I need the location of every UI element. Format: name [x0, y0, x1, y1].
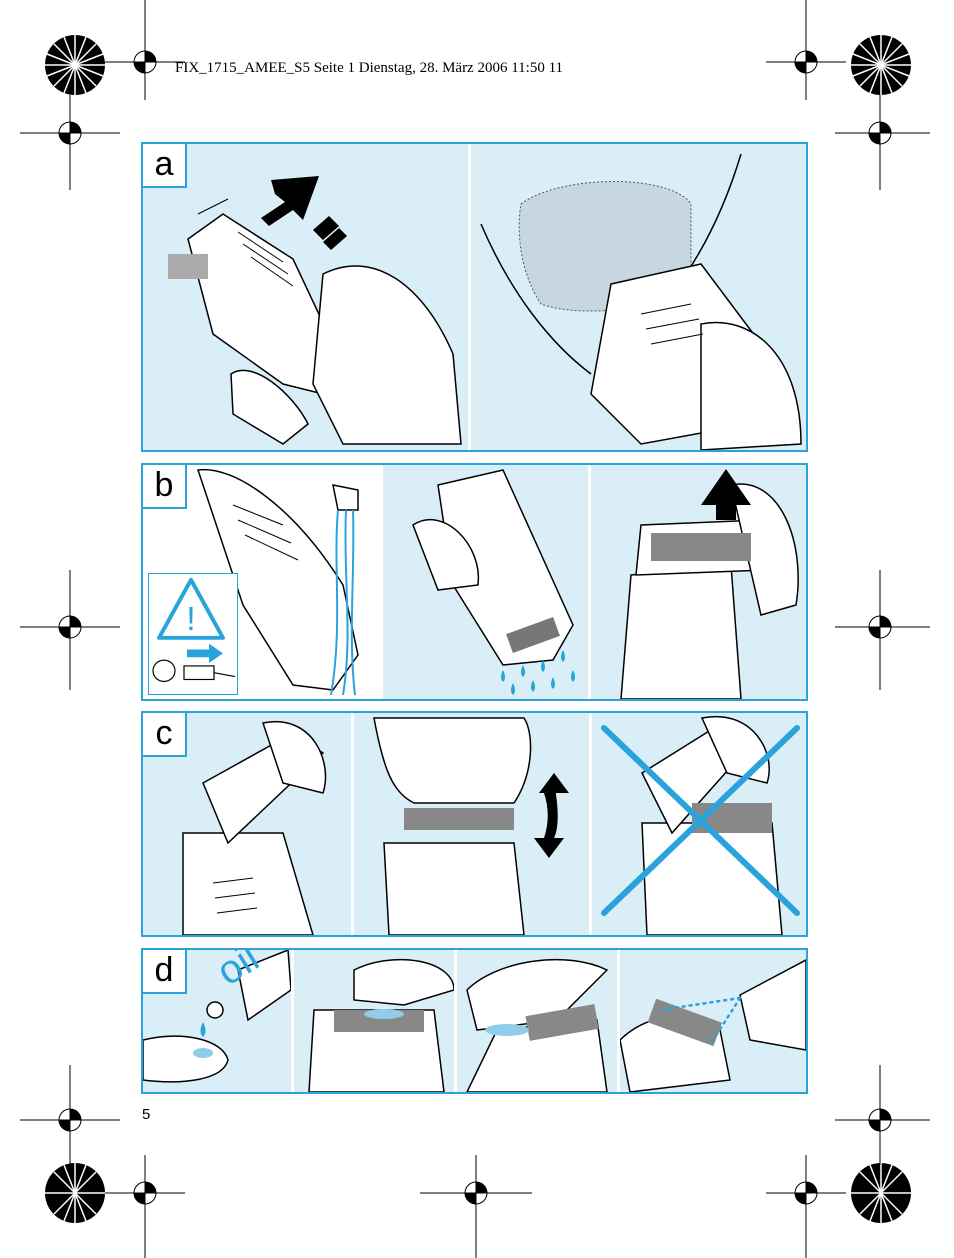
frame-divider	[589, 713, 592, 935]
panel-letter: d	[143, 950, 187, 994]
registration-mark-bottom-right	[851, 1163, 911, 1223]
frame-divider	[380, 465, 383, 699]
frame-divider	[588, 465, 591, 699]
frame-swing-frame	[354, 713, 589, 935]
panel-letter: a	[143, 144, 187, 188]
frame-warning-unplug: !	[148, 573, 238, 695]
frame-divider	[617, 950, 620, 1092]
frame-oil-on-foil	[294, 950, 454, 1092]
frame-trimming-beard	[471, 144, 806, 450]
panel-letter: b	[143, 465, 187, 509]
frame-divider	[468, 144, 471, 450]
frame-divider	[454, 950, 457, 1092]
warning-icon: !	[186, 602, 195, 638]
frame-divider	[351, 713, 354, 935]
registration-mark-bottom-left	[45, 1163, 105, 1223]
frame-do-not-brush-foil	[592, 713, 806, 935]
frame-spread-oil	[457, 950, 617, 1092]
registration-mark-top-left	[45, 35, 105, 95]
panel-c: c	[141, 711, 808, 937]
registration-mark-top-right	[851, 35, 911, 95]
panel-a: a	[141, 142, 808, 452]
frame-divider	[291, 950, 294, 1092]
frame-spray-oil	[620, 950, 806, 1092]
print-slug: FIX_1715_AMEE_S5 Seite 1 Dienstag, 28. M…	[175, 60, 564, 76]
frame-remove-foil	[591, 465, 806, 699]
panel-d: d oil	[141, 948, 808, 1094]
page-number: 5	[142, 1106, 151, 1123]
frame-oil-drop	[143, 950, 291, 1092]
panel-letter: c	[143, 713, 187, 757]
frame-shake-water-out	[383, 465, 588, 699]
frame-trimmer-in-hand	[143, 144, 468, 450]
frame-brush-cleaning	[143, 713, 351, 935]
panel-b: b !	[141, 463, 808, 701]
